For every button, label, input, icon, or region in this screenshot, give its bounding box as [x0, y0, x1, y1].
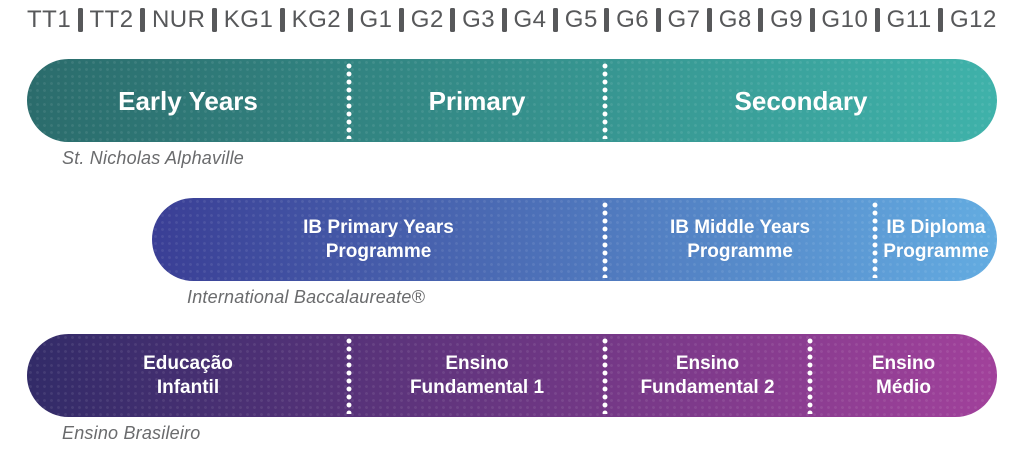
grade-separator: |: [604, 8, 610, 32]
bar-row-brazil: Educação Infantil Ensino Fundamental 1 Ens…: [27, 334, 997, 444]
grade-label-g4: G4: [513, 6, 547, 33]
grade-row: TT1|TT2|NUR|KG1|KG2|G1|G2|G3|G4|G5|G6|G7…: [27, 4, 997, 36]
grade-label-nur: NUR: [151, 6, 206, 33]
dotted-divider: [346, 337, 352, 414]
segment-ib-2: IB Diploma Programme: [875, 198, 997, 281]
segment-brazil-1: Ensino Fundamental 1: [349, 334, 605, 417]
dotted-divider: [872, 201, 878, 278]
grade-separator: |: [212, 8, 218, 32]
segment-school-0: Early Years: [27, 59, 349, 142]
segment-brazil-2: Ensino Fundamental 2: [605, 334, 810, 417]
dotted-divider: [602, 62, 608, 139]
segment-label: IB Primary Years Programme: [303, 216, 454, 262]
dotted-divider: [807, 337, 813, 414]
grade-separator: |: [77, 8, 83, 32]
caption-brazil: Ensino Brasileiro: [62, 423, 201, 443]
segment-label: Ensino Médio: [871, 352, 936, 398]
segment-label: IB Diploma Programme: [883, 216, 989, 262]
grade-separator: |: [758, 8, 764, 32]
grade-label-kg1: KG1: [223, 6, 274, 33]
grade-separator: |: [874, 8, 880, 32]
grade-label-g2: G2: [410, 6, 444, 33]
grade-separator: |: [707, 8, 713, 32]
segment-school-1: Primary: [349, 59, 605, 142]
grade-label-g3: G3: [462, 6, 496, 33]
bar-brazil: Educação Infantil Ensino Fundamental 1 Ens…: [27, 334, 997, 417]
bar-school: Early Years Primary Secondary: [27, 59, 997, 142]
segment-label: Ensino Fundamental 1: [409, 352, 545, 398]
grade-label-g10: G10: [821, 6, 869, 33]
grade-label-g12: G12: [950, 6, 997, 33]
grade-separator: |: [450, 8, 456, 32]
segment-label: Early Years: [118, 85, 258, 116]
segment-label: Ensino Fundamental 2: [640, 352, 775, 398]
grade-separator: |: [279, 8, 285, 32]
segment-brazil-3: Ensino Médio: [810, 334, 997, 417]
grade-label-g6: G6: [616, 6, 650, 33]
grade-separator: |: [938, 8, 944, 32]
grade-label-g9: G9: [770, 6, 804, 33]
segment-ib-0: IB Primary Years Programme: [152, 198, 605, 281]
segment-label: Secondary: [734, 85, 868, 116]
bar-ib: IB Primary Years Programme IB Middle Year…: [152, 198, 997, 281]
grade-separator: |: [809, 8, 815, 32]
segment-ib-1: IB Middle Years Programme: [605, 198, 875, 281]
caption-school: St. Nicholas Alphaville: [62, 148, 245, 168]
segment-school-2: Secondary: [605, 59, 997, 142]
segment-label: IB Middle Years Programme: [669, 216, 811, 262]
grade-label-tt2: TT2: [89, 6, 134, 33]
grade-label-g1: G1: [359, 6, 393, 33]
dotted-divider: [602, 201, 608, 278]
grade-label-g8: G8: [718, 6, 752, 33]
dotted-divider: [602, 337, 608, 414]
segment-label: Educação Infantil: [143, 352, 233, 398]
dotted-divider: [346, 62, 352, 139]
segment-label: Primary: [428, 85, 526, 116]
grade-separator: |: [501, 8, 507, 32]
grade-label-tt1: TT1: [27, 6, 72, 33]
grade-separator: |: [553, 8, 559, 32]
segment-brazil-0: Educação Infantil: [27, 334, 349, 417]
grade-label-g11: G11: [886, 6, 932, 33]
bar-row-ib: IB Primary Years Programme IB Middle Year…: [27, 198, 997, 308]
grade-label-g5: G5: [564, 6, 598, 33]
grade-separator: |: [140, 8, 146, 32]
grade-separator: |: [347, 8, 353, 32]
grade-label-g7: G7: [667, 6, 701, 33]
grade-separator: |: [399, 8, 405, 32]
caption-ib: International Baccalaureate®: [187, 287, 426, 307]
grade-label-kg2: KG2: [291, 6, 342, 33]
grade-separator: |: [655, 8, 661, 32]
